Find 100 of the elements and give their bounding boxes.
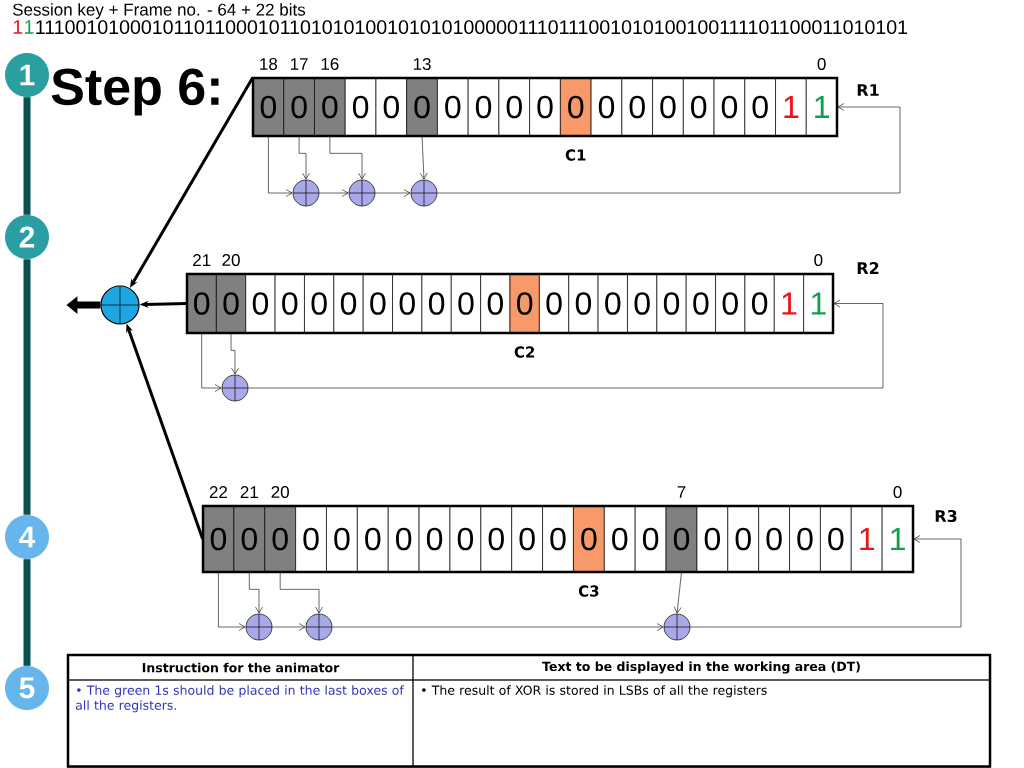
bit-index: 7: [677, 486, 686, 498]
register-cell: 0: [252, 77, 285, 137]
register-cell: 0: [498, 77, 530, 137]
register-cell: 0: [450, 273, 481, 334]
register-cell: 0: [375, 77, 408, 137]
arrow: [272, 623, 306, 631]
register-cell: 0: [634, 505, 667, 573]
xor-symbol: [663, 613, 691, 641]
xor-symbol: [348, 179, 376, 207]
bit-index: 0: [893, 486, 902, 499]
step-heading: Step 6:: [51, 68, 219, 116]
bit-index: 20: [271, 486, 289, 499]
register-cell: 0: [744, 77, 776, 137]
register-cell: 1: [775, 77, 807, 137]
register-cell: 0: [652, 77, 684, 137]
register-label: R2: [857, 262, 879, 274]
table-cell: • The green 1s should be placed in the last boxes of all the registers.: [67, 679, 414, 768]
register-cell: 1: [805, 77, 838, 137]
clock-bit-label: C2: [514, 346, 535, 358]
arrow: [329, 136, 366, 180]
register-cell: 0: [627, 273, 658, 334]
register-cell: 0: [480, 273, 511, 334]
register-cell: 0: [682, 77, 715, 137]
arrow: [437, 103, 901, 194]
register-cell: 0: [202, 505, 235, 573]
arrow: [268, 136, 293, 197]
register-cell: 0: [820, 505, 852, 573]
register-cell: 0: [357, 505, 389, 573]
bit-index: 18: [260, 58, 278, 70]
xor-symbol: [221, 374, 249, 402]
register-cell: 0: [744, 273, 775, 334]
arrow: [201, 333, 222, 392]
register-cell: 0: [480, 505, 513, 573]
register-cell: 0: [362, 273, 393, 334]
arrow: [690, 535, 962, 628]
bit-index: 0: [817, 58, 826, 70]
register-cell: 0: [568, 273, 599, 334]
register-cell: 0: [233, 505, 266, 573]
label: Text to be displayed in the working area (DT): [542, 661, 860, 674]
arrow: [673, 572, 682, 614]
bit-string: 1: [13, 20, 23, 34]
register-cell: 0: [511, 505, 543, 573]
bit-index: 16: [321, 58, 339, 70]
register-cell: 0: [715, 273, 746, 334]
register-cell: 0: [392, 273, 423, 334]
register-cell: 0: [509, 273, 540, 334]
register-cell: 0: [529, 77, 561, 137]
register-label: R1: [857, 84, 879, 96]
arrow: [230, 333, 239, 375]
register-cell: 0: [621, 77, 653, 137]
register-cell: 0: [264, 505, 296, 573]
arrow: [419, 136, 428, 180]
xor-symbol: [245, 613, 273, 641]
register-cell: 0: [344, 77, 377, 137]
bit-index: 17: [290, 58, 308, 70]
xor-symbol: [292, 179, 320, 207]
register-cell: 1: [850, 505, 883, 573]
register-cell: 0: [406, 77, 438, 137]
bit-index: 0: [814, 254, 823, 267]
register-cell: 0: [216, 273, 247, 334]
xor-symbol: [100, 285, 140, 325]
clock-bit-label: C3: [578, 585, 599, 597]
bit-index: 13: [413, 58, 431, 70]
arrow: [319, 189, 349, 197]
register-cell: 0: [727, 505, 759, 573]
register-label: R3: [935, 509, 957, 523]
register-cell: 0: [758, 505, 790, 573]
register-cell: 0: [283, 77, 315, 137]
xor-symbol: [410, 179, 438, 207]
register-cell: 0: [665, 505, 698, 573]
register-cell: 1: [881, 505, 914, 573]
register-cell: 1: [773, 273, 804, 334]
register-cell: 0: [467, 77, 500, 137]
caption-text: Session key + Frame no. - 64 + 22 bits: [12, 3, 306, 20]
register-cell: 0: [421, 273, 452, 334]
register-cell: 0: [542, 505, 574, 573]
bit-string: 1110010100010110110001011010101001010101000001110111001010100100111101100011010101: [36, 20, 908, 35]
arrow: [218, 572, 246, 631]
register-cell: 0: [326, 505, 358, 573]
register-cell: 0: [387, 505, 420, 573]
arrow: [298, 136, 310, 180]
register-cell: 0: [696, 505, 729, 573]
register-cell: 0: [590, 77, 623, 137]
register-cell: 0: [314, 77, 346, 137]
register-cell: 0: [539, 273, 570, 334]
label: Instruction for the animator: [142, 662, 340, 673]
bit-index: 21: [193, 254, 211, 266]
register-cell: 0: [418, 505, 451, 573]
register-cell: 0: [597, 273, 628, 334]
register-cell: 0: [573, 505, 605, 573]
table-cell: • The result of XOR is stored in LSBs of all the registers: [412, 679, 991, 768]
register-cell: 0: [685, 273, 716, 334]
bit-index: 22: [209, 486, 228, 498]
register-cell: 0: [603, 505, 636, 573]
register-cell: 0: [449, 505, 482, 573]
register-cell: 0: [437, 77, 469, 137]
arrow: [375, 189, 411, 197]
clock-bit-label: C1: [565, 149, 586, 161]
arrow: [249, 572, 263, 614]
bit-index: 20: [222, 254, 240, 267]
